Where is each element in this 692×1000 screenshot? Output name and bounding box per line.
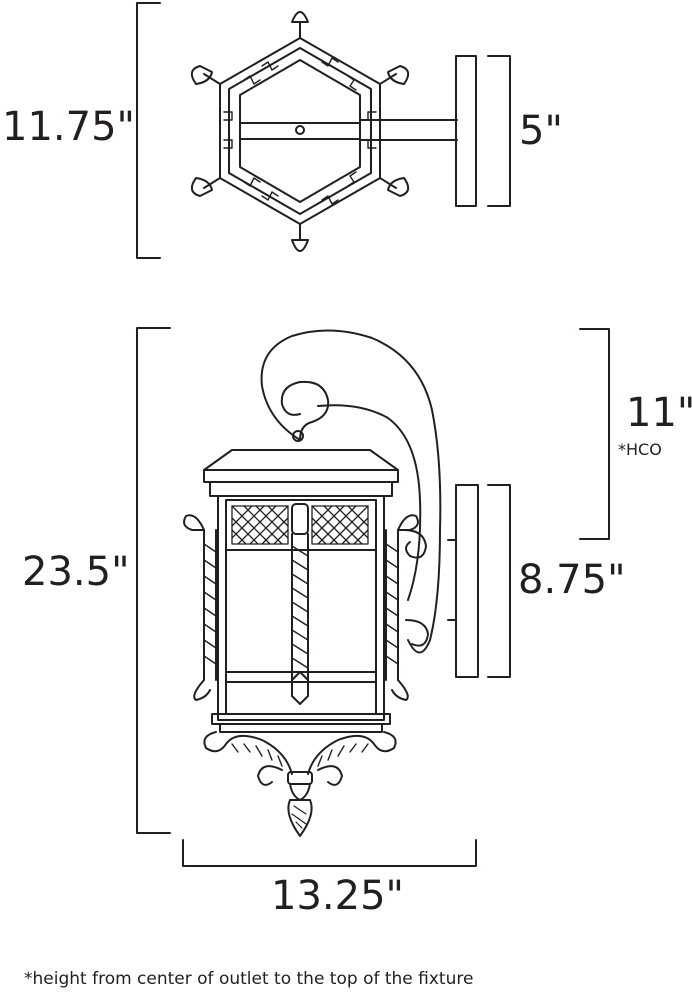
lantern-roof [203, 449, 399, 471]
braided-post [291, 503, 309, 705]
hco-note: *HCO [618, 440, 662, 459]
top-hexagon-mid [228, 47, 372, 215]
lantern-body [217, 495, 385, 721]
backplate-height-label: 8.75" [518, 557, 626, 603]
height-bracket [136, 327, 171, 834]
depth-bracket [136, 2, 161, 259]
height-label: 23.5" [22, 549, 130, 595]
footnote: *height from center of outlet to the top… [24, 969, 474, 989]
width-label: 13.25" [271, 873, 404, 919]
side-view-drawing [136, 327, 610, 867]
twisted-side-posts [183, 514, 419, 701]
top-view-drawing [136, 2, 511, 259]
bottom-scrolls [203, 731, 397, 786]
bottom-finial [287, 771, 313, 837]
top-finials [190, 11, 410, 252]
width-bracket [182, 839, 477, 867]
top-hexagon-inner [239, 59, 361, 203]
lattice-windows [231, 505, 369, 545]
scroll-arm [260, 329, 442, 654]
backplate-width-bracket [487, 55, 511, 207]
hco-label: 11" [626, 390, 692, 436]
top-backplate [455, 55, 477, 207]
backplate-width-label: 5" [519, 108, 563, 154]
hco-bracket [579, 328, 610, 540]
depth-label: 11.75" [2, 104, 135, 150]
top-fret-pattern [223, 57, 377, 205]
side-backplate [455, 484, 479, 678]
backplate-height-bracket [487, 484, 511, 678]
top-hexagon-outer [219, 37, 381, 225]
top-center-dot [295, 125, 305, 135]
